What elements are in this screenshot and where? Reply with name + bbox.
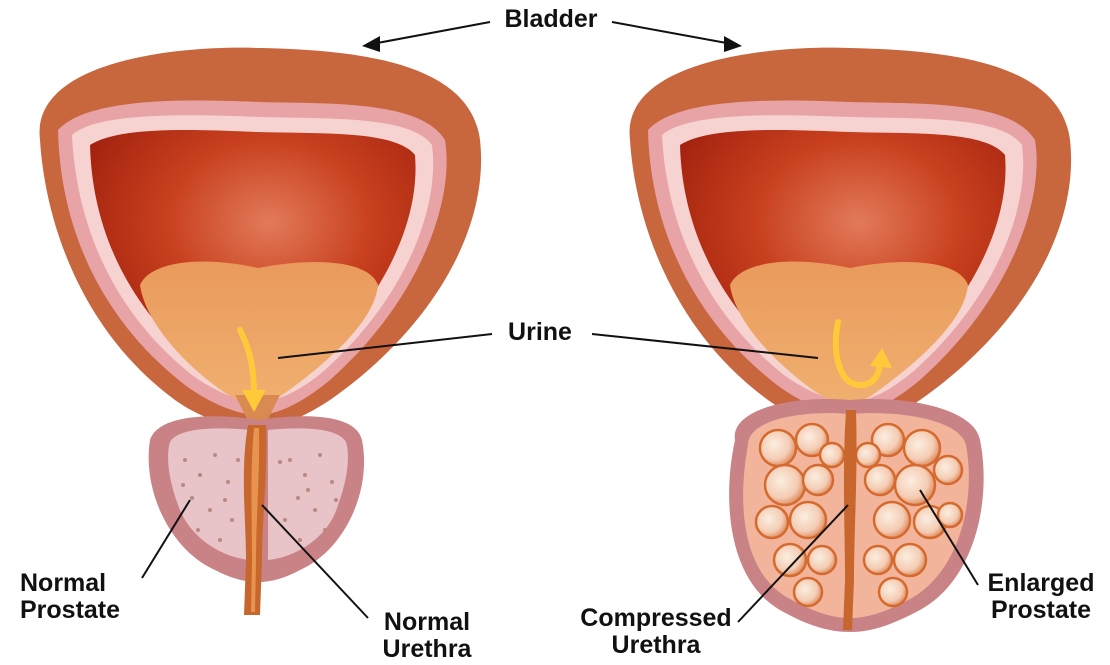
normal-prostate-label: Normal Prostate	[20, 570, 120, 624]
bladder-label: Bladder	[478, 6, 624, 33]
enlarged-prostate	[729, 399, 984, 632]
normal-urethra-label: Normal Urethra	[362, 609, 492, 663]
enlarged-bladder	[630, 48, 1072, 430]
bladder-arrowheads	[362, 36, 742, 52]
normal-bladder	[40, 48, 482, 430]
urine-label: Urine	[490, 319, 590, 346]
enlarged-prostate-label: Enlarged Prostate	[974, 570, 1108, 624]
compressed-urethra-label: Compressed Urethra	[566, 605, 746, 659]
